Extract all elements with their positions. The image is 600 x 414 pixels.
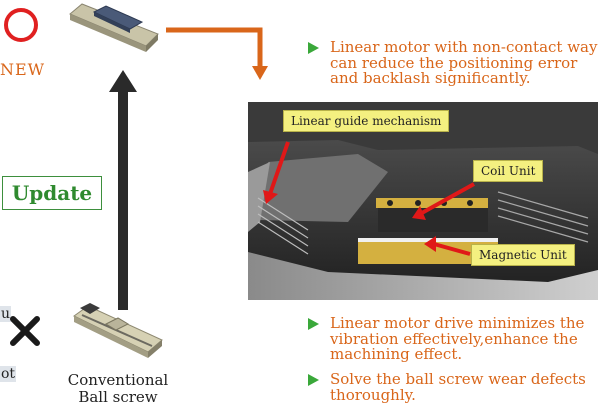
callout-coil-unit: Coil Unit [473,160,544,182]
bullet-text: Linear motor drive minimizes the vibrati… [330,314,585,363]
pointer-arrow [166,27,268,80]
cropped-text-bottom: ot [0,366,17,382]
photo-illustration [248,102,598,300]
triangle-bullet-icon [308,318,319,330]
linear-motor-table-image [69,3,159,52]
triangle-bullet-icon [308,42,319,54]
x-mark-icon [10,316,40,346]
ball-screw-image [73,303,163,358]
callout-linear-guide: Linear guide mechanism [283,110,450,132]
bullet-text: Linear motor with non-contact way can re… [330,38,598,87]
new-label: NEW [0,60,46,79]
triangle-bullet-icon [308,374,319,386]
ball-screw-caption: Conventional Ball screw [48,372,188,406]
caption-line-2: Ball screw [78,388,158,406]
new-circle-icon [4,8,38,42]
update-badge: Update [2,176,102,210]
upgrade-arrow [109,70,137,310]
linear-motor-photo [248,102,598,300]
bullet-noncontact: Linear motor with non-contact way can re… [308,38,598,87]
bullet-wear: Solve the ball screw wear defects thorou… [308,370,598,404]
bullet-vibration: Linear motor drive minimizes the vibrati… [308,314,598,363]
caption-line-1: Conventional [67,371,169,389]
cropped-text-top: u [0,306,12,322]
bullet-text: Solve the ball screw wear defects thorou… [330,370,586,404]
callout-magnetic-unit: Magnetic Unit [471,244,575,266]
